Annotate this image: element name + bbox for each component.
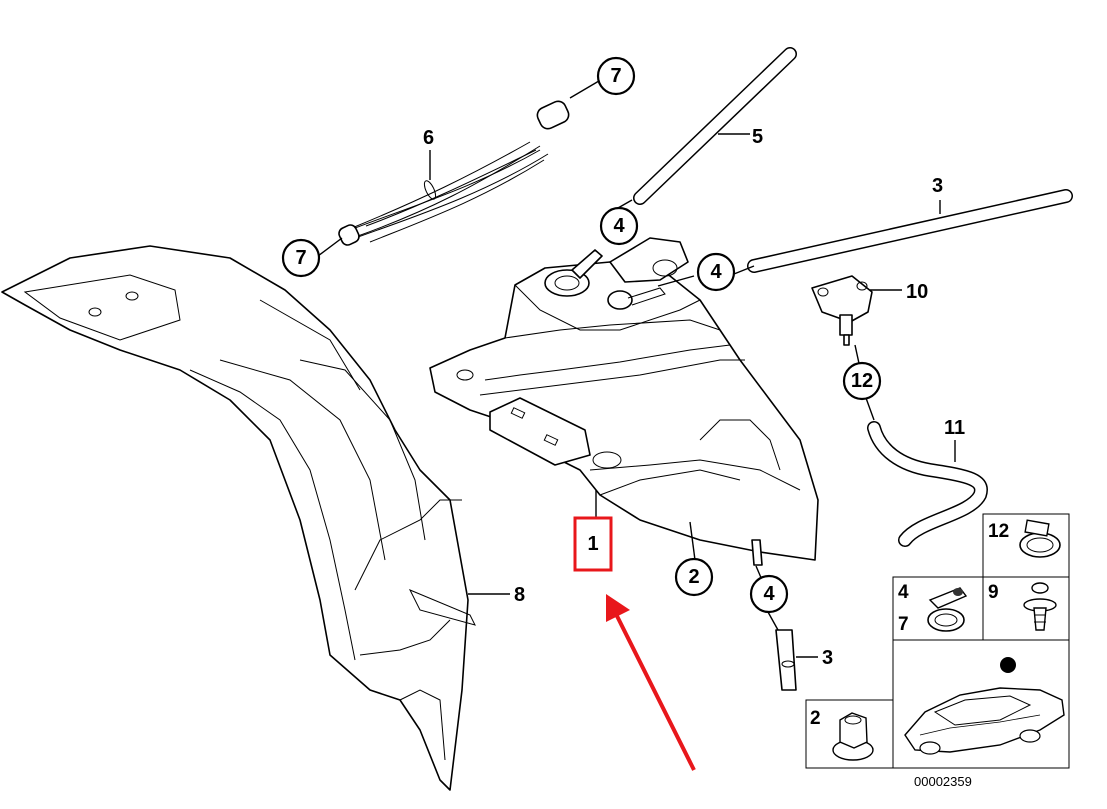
washer-reservoir-part-1: [429, 237, 819, 566]
svg-text:4: 4: [710, 261, 722, 283]
drawing-code: 00002359: [914, 774, 972, 789]
label-11: 11: [944, 417, 965, 439]
hose-part-3-lower: [775, 629, 797, 691]
label-3-low: 3: [822, 647, 833, 669]
callout-7-top: 7: [596, 56, 636, 96]
hex-nut-icon: [832, 712, 874, 761]
hose-part-5: [633, 47, 797, 205]
svg-text:1: 1: [587, 533, 598, 555]
leader-lines: [317, 77, 956, 658]
svg-text:7: 7: [295, 247, 306, 269]
callout-4-low: 4: [749, 574, 789, 614]
label-6: 6: [423, 127, 434, 149]
legend-cell-car: [904, 657, 1065, 755]
svg-text:7: 7: [898, 614, 909, 635]
svg-text:2: 2: [810, 708, 821, 729]
wiring-harness-part-6: [338, 100, 570, 246]
svg-text:12: 12: [851, 370, 873, 392]
callout-4-right: 4: [696, 252, 736, 292]
svg-text:9: 9: [988, 582, 999, 603]
spring-clamp-icon: [927, 587, 968, 632]
red-pointer-arrow: [606, 594, 696, 771]
callout-12: 12: [842, 361, 882, 401]
svg-text:7: 7: [610, 65, 621, 87]
highlighted-callout-1: 1: [573, 516, 613, 572]
label-8: 8: [514, 584, 525, 606]
svg-text:4: 4: [763, 583, 775, 605]
svg-text:4: 4: [613, 215, 625, 237]
legend-cell-4-7: 4 7: [898, 582, 968, 635]
hose-part-11: [867, 421, 988, 547]
hose-part-3-upper: [747, 189, 1073, 273]
legend-cell-12: 12: [988, 519, 1061, 558]
callout-7-left: 7: [281, 238, 321, 278]
callout-4-mid: 4: [599, 206, 639, 246]
svg-text:4: 4: [898, 582, 909, 603]
svg-text:12: 12: [988, 521, 1009, 542]
sensor-part-10: [811, 275, 873, 346]
svg-text:2: 2: [688, 566, 699, 588]
car-location-icon: [904, 657, 1065, 755]
label-10: 10: [906, 281, 928, 303]
label-5: 5: [752, 126, 763, 148]
expanding-rivet-icon: [1023, 582, 1057, 631]
legend-cell-9: 9: [988, 582, 1057, 631]
legend-cell-2: 2: [810, 708, 874, 761]
label-3-top: 3: [932, 175, 943, 197]
hose-clamp-icon: [1019, 519, 1061, 558]
wheel-arch-liner-part-8: [1, 245, 476, 791]
callout-2: 2: [674, 557, 714, 597]
